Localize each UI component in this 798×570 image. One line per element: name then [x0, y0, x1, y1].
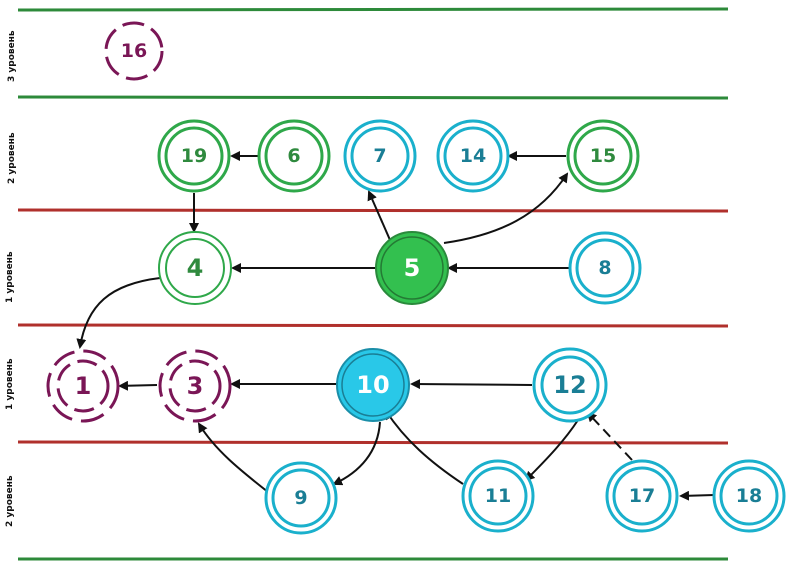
node-10-label: 10: [356, 371, 389, 399]
node-14: 14: [436, 119, 510, 193]
node-3: 3: [158, 349, 232, 423]
separator-line-red-3: [17, 440, 729, 445]
node-7-label: 7: [373, 145, 386, 167]
node-8-label: 8: [598, 257, 611, 279]
node-9: 9: [264, 461, 338, 535]
node-1-label: 1: [75, 372, 92, 400]
node-8: 8: [568, 231, 642, 305]
node-7: 7: [343, 119, 417, 193]
node-5-label: 5: [404, 254, 421, 282]
node-1: 1: [46, 349, 120, 423]
node-12-label: 12: [553, 371, 586, 399]
node-4-label: 4: [187, 254, 204, 282]
node-17: 17: [605, 459, 679, 533]
edge-18-to-17: [679, 490, 715, 501]
level-label-3-top: 3 уровень: [7, 30, 17, 82]
node-18: 18: [712, 459, 786, 533]
edge-12-to-11: [524, 419, 579, 482]
node-18-label: 18: [736, 485, 762, 507]
node-3-label: 3: [187, 372, 204, 400]
edge-4-to-1: [76, 277, 161, 349]
level-label-2-bottom: 2 уровень: [5, 475, 15, 527]
edge-11-to-10: [384, 409, 464, 485]
edges: [76, 151, 715, 501]
separator-line-red-2: [17, 323, 729, 328]
node-9-label: 9: [294, 487, 307, 509]
separator-line-green-top: [17, 7, 729, 12]
edge-10-to-9: [332, 421, 381, 486]
node-4: 4: [158, 231, 232, 305]
edge-5-to-7: [367, 190, 391, 241]
node-19: 19: [157, 119, 231, 193]
level-label-1-upper: 1 уровень: [5, 251, 15, 303]
node-17-label: 17: [629, 485, 655, 507]
node-11: 11: [461, 459, 535, 533]
node-16-label: 16: [121, 40, 147, 62]
edge-9-to-3: [197, 422, 269, 493]
node-5: 5: [375, 231, 449, 305]
node-6: 6: [257, 119, 331, 193]
level-label-1-lower: 1 уровень: [5, 358, 15, 410]
separator-line-red-1: [17, 208, 729, 213]
level-label-2-top: 2 уровень: [7, 132, 17, 184]
edge-3-to-1: [118, 380, 158, 391]
node-15: 15: [566, 119, 640, 193]
edge-12-to-10: [410, 379, 533, 390]
node-14-label: 14: [460, 145, 486, 167]
node-11-label: 11: [485, 485, 511, 507]
node-12: 12: [532, 347, 608, 423]
edge-17-to-12: [586, 411, 633, 461]
node-19-label: 19: [181, 145, 207, 167]
node-10: 10: [336, 348, 410, 422]
edge-5-to-15: [443, 172, 569, 244]
separator-line-green-2: [17, 95, 729, 100]
node-6-label: 6: [287, 145, 300, 167]
node-15-label: 15: [590, 145, 616, 167]
node-16: 16: [104, 21, 164, 81]
